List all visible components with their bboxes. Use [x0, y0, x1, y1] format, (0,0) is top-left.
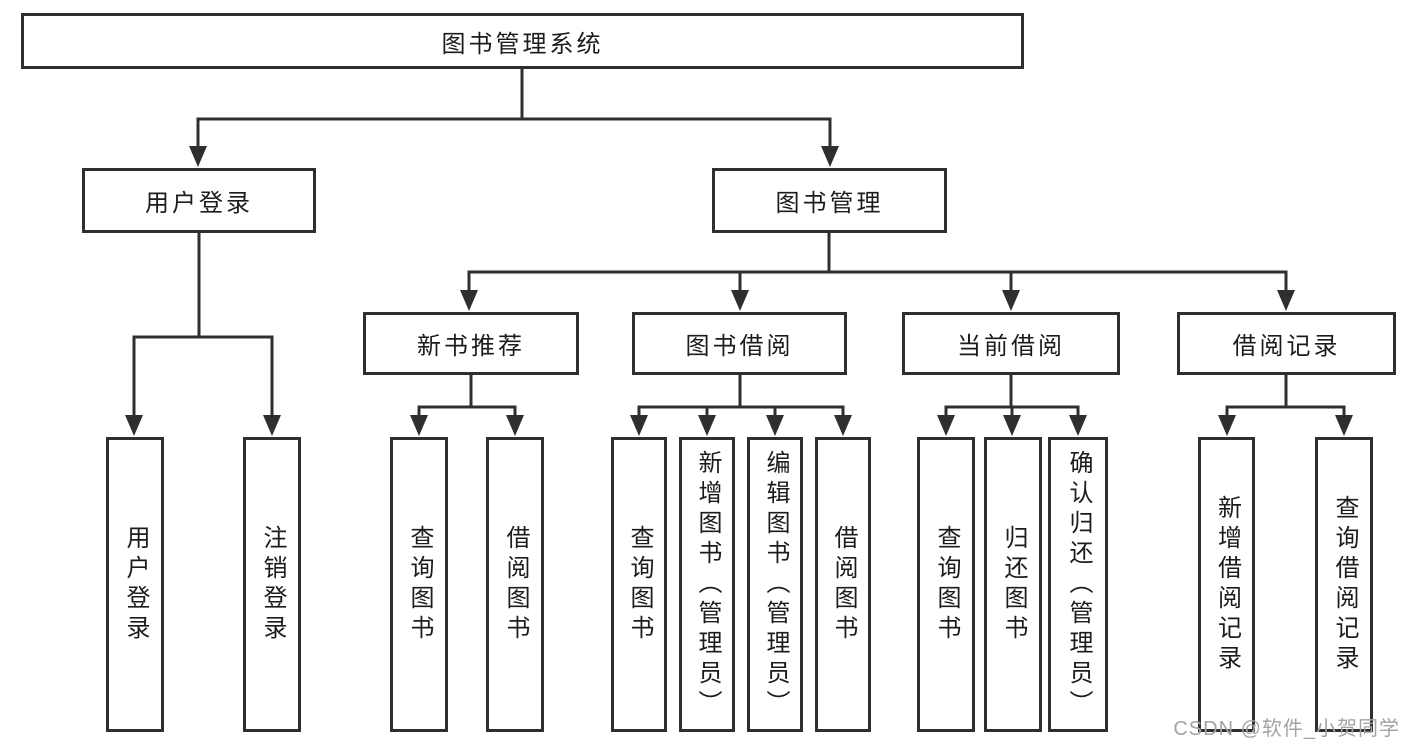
arrowhead [937, 415, 955, 436]
csdn-watermark: CSDN @软件_小贺同学 [1173, 718, 1400, 740]
leaf-add-books-admin: 新增图书（管理员） [679, 437, 735, 732]
connector-root-to-level2 [196, 69, 832, 147]
arrowhead [506, 415, 524, 436]
arrowhead [189, 146, 207, 167]
leaf-user-login: 用户登录 [106, 437, 164, 732]
arrowhead [263, 415, 281, 436]
leaf-query-books-current: 查询图书 [917, 437, 975, 732]
arrowhead [410, 415, 428, 436]
leaf-borrow-books: 借阅图书 [815, 437, 871, 732]
node-label: 注销登录 [259, 524, 286, 645]
node-label: 编辑图书（管理员） [762, 449, 789, 720]
node-current-borrow: 当前借阅 [902, 312, 1120, 375]
arrowhead [460, 290, 478, 311]
arrowhead [1218, 415, 1236, 436]
node-label: 图书管理 [775, 190, 884, 217]
leaf-query-books-recommend: 查询图书 [390, 437, 448, 732]
arrowhead [834, 415, 852, 436]
node-book-management: 图书管理 [712, 168, 947, 233]
arrowhead [1002, 290, 1020, 311]
connector-new-book-rec-to-leaves [417, 375, 517, 416]
arrowhead [1069, 415, 1087, 436]
arrowhead [821, 146, 839, 167]
connector-book-borrow-to-leaves [637, 375, 845, 416]
node-label: 归还图书 [1000, 524, 1027, 645]
leaf-query-books-borrow: 查询图书 [611, 437, 667, 732]
node-borrow-records: 借阅记录 [1177, 312, 1396, 375]
arrowhead [766, 415, 784, 436]
node-label: 查询借阅记录 [1331, 494, 1358, 675]
node-label: 用户登录 [145, 190, 253, 217]
node-label: 图书管理系统 [441, 30, 604, 58]
node-label: 当前借阅 [957, 333, 1065, 360]
node-user-login: 用户登录 [82, 168, 316, 233]
node-label: 图书借阅 [685, 333, 794, 360]
node-label: 查询图书 [626, 524, 653, 645]
connector-current-borrow-to-leaves [944, 375, 1080, 416]
arrowhead [698, 415, 716, 436]
leaf-borrow-books-recommend: 借阅图书 [486, 437, 544, 732]
node-label: 借阅记录 [1232, 333, 1341, 360]
node-label: 借阅图书 [830, 524, 857, 645]
connector-book-mgmt-to-level3 [467, 233, 1288, 291]
node-label: 用户登录 [122, 524, 149, 645]
node-new-book-recommend: 新书推荐 [363, 312, 579, 375]
arrowhead [731, 290, 749, 311]
node-label: 新书推荐 [417, 333, 525, 360]
node-label: 确认归还（管理员） [1065, 449, 1092, 720]
arrowhead [630, 415, 648, 436]
node-label: 查询图书 [933, 524, 960, 645]
arrowhead [1335, 415, 1353, 436]
leaf-return-books: 归还图书 [984, 437, 1042, 732]
node-label: 新增借阅记录 [1213, 494, 1241, 675]
leaf-add-borrow-record: 新增借阅记录 [1198, 437, 1255, 732]
leaf-query-borrow-record: 查询借阅记录 [1315, 437, 1373, 732]
connector-user-login-to-leaves [132, 233, 274, 416]
node-label: 借阅图书 [502, 524, 529, 645]
node-book-borrow: 图书借阅 [632, 312, 847, 375]
arrowhead [1277, 290, 1295, 311]
node-label: 新增图书（管理员） [694, 449, 721, 720]
node-label: 查询图书 [406, 524, 433, 645]
arrowhead [125, 415, 143, 436]
leaf-confirm-return-admin: 确认归还（管理员） [1048, 437, 1108, 732]
node-library-system: 图书管理系统 [21, 13, 1024, 69]
arrowhead [1003, 415, 1021, 436]
connector-borrow-records-to-leaves [1225, 375, 1346, 416]
leaf-edit-books-admin: 编辑图书（管理员） [747, 437, 803, 732]
leaf-logout: 注销登录 [243, 437, 301, 732]
